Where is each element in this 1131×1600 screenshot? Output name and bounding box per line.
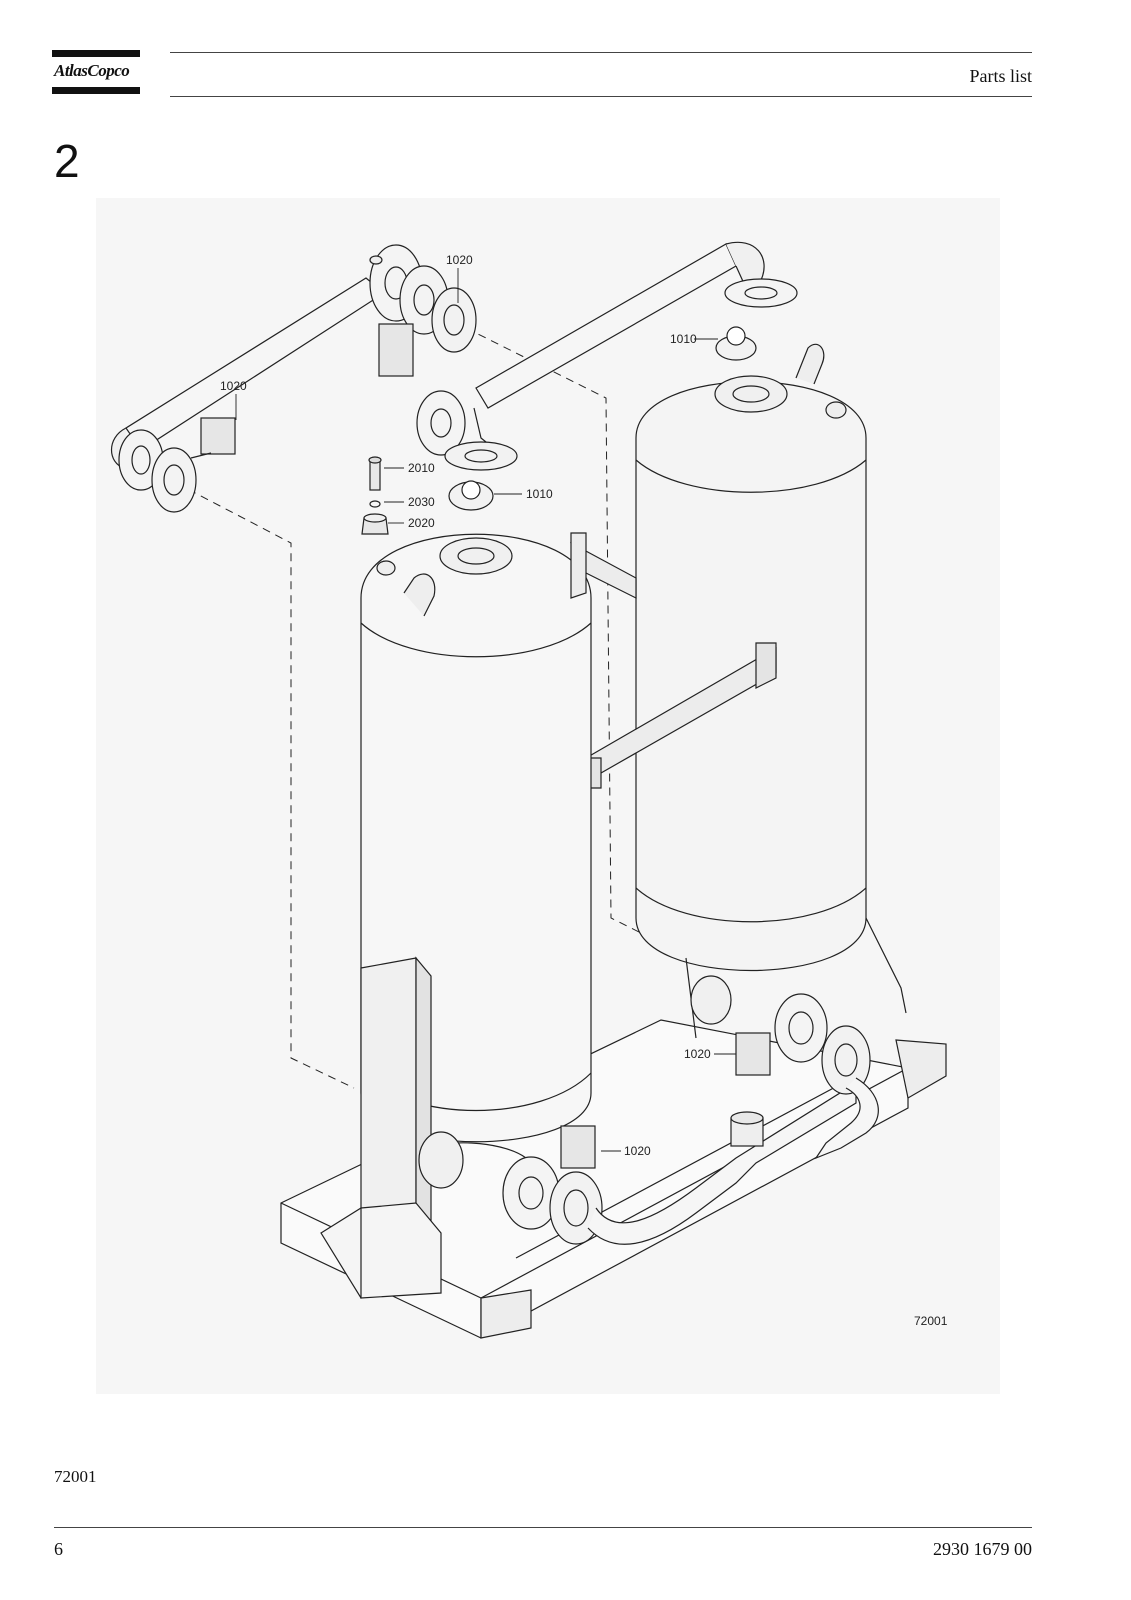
atlas-copco-logo: AtlasCopco [52,50,140,96]
front-support-leg [320,956,442,1299]
callout-label: 1020 [446,253,473,267]
callout-leaders [235,268,736,1152]
callout-label: 1010 [526,487,553,501]
exploded-view-figure: 1020 1010 1020 2010 2030 2020 1010 1020 … [96,198,1000,1394]
callout-label: 1010 [670,332,697,346]
top-left-pipe [111,244,477,513]
section-number: 2 [54,135,80,187]
logo-wordmark: AtlasCopco [54,61,130,80]
callout-label: 2020 [408,516,435,530]
top-right-pipe [416,241,798,471]
callout-label: 2010 [408,461,435,475]
callout-label: 1020 [684,1047,711,1061]
footer-rule [54,1527,1032,1528]
figure-caption: 72001 [54,1467,97,1486]
logo-bar-top [52,50,140,57]
section-label: Parts list [969,66,1032,86]
exploded-small-parts [361,326,757,535]
callout-label: 2030 [408,495,435,509]
bottom-piping [418,1081,857,1245]
header-rule-top [170,52,1032,53]
logo-bar-bottom [52,87,140,94]
document-number: 2930 1679 00 [933,1539,1032,1559]
callout-label: 1020 [624,1144,651,1158]
figure-id: 72001 [914,1314,948,1328]
explode-guides [175,327,642,1089]
rear-vessel [635,343,907,1039]
dryer-drawing: 1020 1010 1020 2010 2030 2020 1010 1020 … [111,241,948,1339]
page-number: 6 [54,1539,63,1559]
callout-label: 1020 [220,379,247,393]
rear-bottom-piping [690,975,879,1160]
header-rule-bottom [170,96,1032,97]
